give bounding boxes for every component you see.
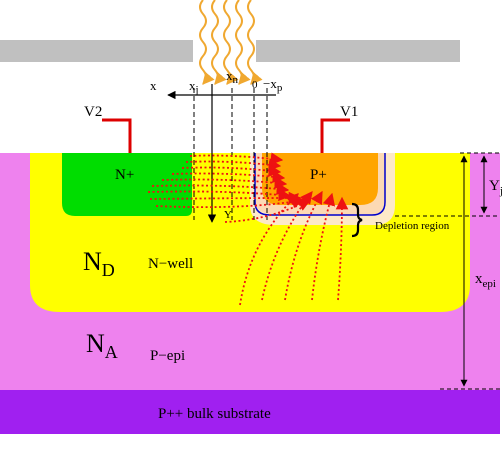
n-d-subscript: D: [102, 260, 115, 280]
n-plus-label: N+: [115, 167, 134, 183]
yj-subscript: j: [499, 185, 503, 197]
light-ray: [223, 0, 239, 85]
light-mask-left: [0, 40, 193, 62]
light-ray: [199, 0, 215, 85]
n-d-label: ND: [83, 247, 115, 280]
v1-contact: [320, 118, 350, 153]
n-well-label: N−well: [148, 256, 193, 272]
bulk-substrate-layer: [0, 390, 500, 434]
carrier-arrow: [181, 164, 282, 177]
minus-xp-label: −xp: [263, 76, 283, 94]
n-plus-region: [62, 153, 192, 216]
n-a-label: NA: [86, 329, 118, 362]
y-axis-label: Y: [224, 209, 232, 221]
xn-subscript: n: [233, 74, 239, 86]
carrier-arrow: [239, 193, 299, 306]
x-axis-label: x: [150, 78, 157, 93]
v2-contact: [102, 118, 132, 153]
incident-light-group: [199, 0, 263, 85]
carrier-arrow: [151, 182, 290, 196]
xepi-main: x: [475, 271, 483, 287]
zero-label: 0: [252, 79, 258, 91]
minus-xp-subscript: p: [277, 82, 283, 94]
carrier-arrow: [335, 196, 349, 301]
yj-label: Yj: [489, 178, 503, 197]
light-ray: [235, 0, 251, 85]
junction-line: [254, 153, 386, 216]
xj-subscript: j: [195, 84, 199, 96]
p-plus-label: P+: [310, 167, 327, 183]
carrier-arrow: [155, 195, 306, 209]
v2-label: V2: [84, 104, 102, 120]
xepi-label: xepi: [475, 271, 496, 290]
carrier-arrow: [147, 188, 292, 202]
depletion-region-label: Depletion region: [375, 220, 450, 232]
carrier-arrow: [311, 192, 336, 301]
n-a-main: N: [86, 329, 105, 358]
xn-label: xn: [226, 68, 239, 86]
xn-main: x: [226, 68, 233, 83]
xj-main: x: [189, 78, 196, 93]
carrier-arrows-group: [147, 152, 349, 306]
carrier-arrow: [171, 170, 286, 183]
carrier-arrow: [185, 158, 282, 171]
light-mask-right: [256, 40, 460, 62]
yj-main: Y: [489, 178, 500, 194]
bulk-substrate-label: P++ bulk substrate: [158, 406, 271, 422]
minus-xp-main: −x: [263, 76, 277, 91]
n-a-subscript: A: [105, 342, 118, 362]
xepi-subscript: epi: [483, 278, 496, 290]
carrier-arrow: [284, 190, 323, 301]
v1-label: V1: [340, 104, 358, 120]
light-ray: [247, 0, 263, 85]
light-ray: [211, 0, 227, 85]
carrier-arrow: [261, 191, 313, 301]
carrier-arrow: [161, 176, 288, 190]
n-d-main: N: [83, 247, 102, 276]
xj-label: xj: [189, 78, 199, 96]
depletion-brace: [351, 202, 363, 238]
p-epi-label: P−epi: [150, 348, 185, 364]
